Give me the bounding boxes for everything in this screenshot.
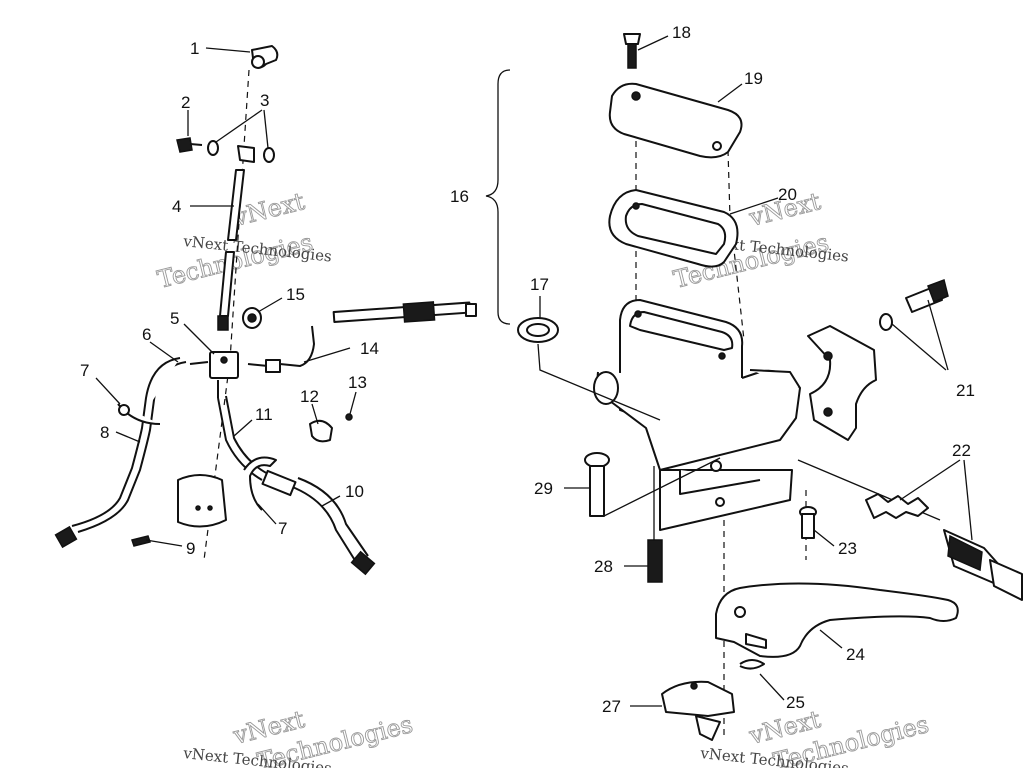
- brake-lever: [715, 582, 959, 658]
- callout-4: 4: [172, 197, 181, 216]
- piston-kit: [797, 459, 1023, 601]
- master-cylinder-assembly: [485, 33, 1023, 741]
- callout-7-lower: 7: [278, 519, 287, 538]
- callout-11: 11: [255, 405, 273, 424]
- callout-15: 15: [286, 285, 305, 304]
- callout-20: 20: [778, 185, 797, 204]
- watermark-bottom-right: vNext Technologies vNext Technologies: [699, 705, 932, 768]
- callout-1: 1: [190, 39, 199, 58]
- brake-line-right: [217, 380, 376, 576]
- leader-lines: [95, 35, 973, 707]
- callout-22: 22: [952, 441, 971, 460]
- mounting-pad: [177, 474, 227, 528]
- pivot-pin: [799, 506, 817, 539]
- callout-17: 17: [530, 275, 549, 294]
- washers-3: [207, 140, 275, 163]
- callout-23: 23: [838, 539, 857, 558]
- handlebar-clamp: [807, 279, 949, 441]
- mounting-screw-28: [647, 466, 663, 583]
- callout-13: 13: [348, 373, 367, 392]
- fitting-15: [242, 307, 262, 329]
- callout-18: 18: [672, 23, 691, 42]
- bolt-2: [176, 137, 203, 153]
- callout-24: 24: [846, 645, 865, 664]
- callout-7-upper: 7: [80, 361, 89, 380]
- mounting-screw-29: [584, 452, 610, 517]
- callout-6: 6: [142, 325, 151, 344]
- callout-29: 29: [534, 479, 553, 498]
- callout-labels: 1 2 3 4 5 6 7 8 9 10 11 12 13 14 15 7 16…: [80, 23, 975, 716]
- lever-adjuster: [661, 680, 735, 717]
- watermark-bottom-left: vNext Technologies vNext Technologies: [182, 705, 416, 768]
- callout-12: 12: [300, 387, 319, 406]
- cover-screw: [623, 33, 641, 69]
- callout-25: 25: [786, 693, 805, 712]
- brake-line-short: [227, 169, 245, 241]
- callout-16: 16: [450, 187, 469, 206]
- clip-12: [309, 419, 333, 443]
- callout-10: 10: [345, 482, 364, 501]
- brake-line-assembly: [54, 45, 477, 576]
- lever-spring: [739, 659, 765, 670]
- hose-clip-7: [243, 456, 277, 511]
- callout-9: 9: [186, 539, 195, 558]
- junction-block: [209, 351, 239, 379]
- callout-28: 28: [594, 557, 613, 576]
- callout-8: 8: [100, 423, 109, 442]
- callout-19: 19: [744, 69, 763, 88]
- brake-line-14: [247, 301, 477, 373]
- master-cylinder-body: [593, 299, 801, 531]
- assembly-bracket: [485, 69, 511, 325]
- callout-21: 21: [956, 381, 975, 400]
- callout-5: 5: [170, 309, 179, 328]
- callout-2: 2: [181, 93, 190, 112]
- brake-line-left: [54, 357, 209, 549]
- callout-3: 3: [260, 91, 269, 110]
- callout-14: 14: [360, 339, 379, 358]
- reservoir-cover: [608, 82, 743, 159]
- screw-9: [131, 535, 151, 547]
- banjo-tee: [251, 45, 279, 69]
- callout-27: 27: [602, 697, 621, 716]
